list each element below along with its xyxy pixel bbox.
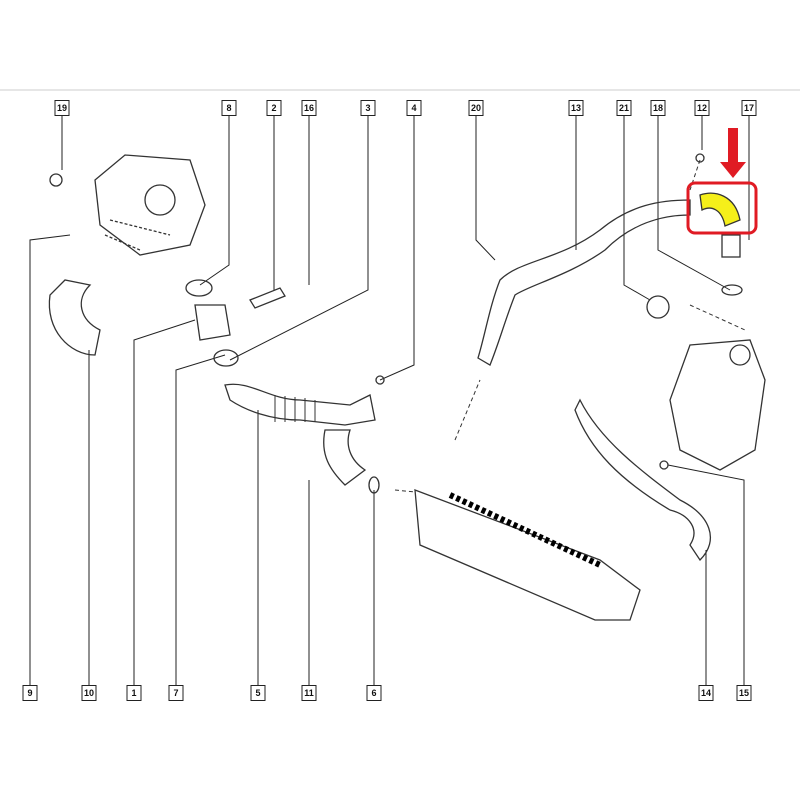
callout-19: 19 — [54, 100, 70, 116]
callout-4: 4 — [406, 100, 422, 116]
part-intake-port — [144, 184, 176, 216]
callout-9: 9 — [22, 685, 38, 701]
part-11-pipe — [323, 429, 367, 486]
red-arrow-icon — [720, 128, 746, 178]
part-10-duct — [48, 279, 101, 356]
callout-2: 2 — [266, 100, 282, 116]
parts — [48, 153, 766, 621]
part-6-oring — [368, 476, 380, 494]
callout-15: 15 — [736, 685, 752, 701]
leader-line-1 — [133, 319, 196, 685]
callout-12: 12 — [694, 100, 710, 116]
callout-1: 1 — [126, 685, 142, 701]
callout-7: 7 — [168, 685, 184, 701]
part-turbo-manifold — [669, 339, 766, 471]
part-5-hose — [224, 383, 376, 426]
leader-line-15 — [667, 464, 745, 685]
callout-14: 14 — [698, 685, 714, 701]
part-7-oring — [213, 349, 239, 367]
leader-line-18 — [657, 116, 731, 291]
leader-line-8 — [199, 116, 230, 286]
leader-line-7 — [175, 354, 226, 685]
callout-16: 16 — [301, 100, 317, 116]
callout-10: 10 — [81, 685, 97, 701]
leader-line-9 — [29, 234, 71, 685]
callout-11: 11 — [301, 685, 317, 701]
callout-8: 8 — [221, 100, 237, 116]
leader-line-20 — [475, 116, 496, 261]
leader-line-3 — [229, 116, 369, 361]
part-coupling — [721, 234, 741, 258]
callout-17: 17 — [741, 100, 757, 116]
callout-18: 18 — [650, 100, 666, 116]
callout-21: 21 — [616, 100, 632, 116]
part-intake-housing — [94, 154, 206, 256]
part-19-washer — [49, 173, 63, 187]
part-21-valve — [646, 295, 670, 319]
part-17-elbow-highlighted — [699, 192, 741, 227]
part-13-hose — [477, 199, 691, 366]
part-15-nut — [659, 460, 669, 470]
callout-3: 3 — [360, 100, 376, 116]
part-1-sensor — [194, 304, 231, 341]
callout-6: 6 — [366, 685, 382, 701]
leader-line-4 — [379, 116, 415, 381]
callout-5: 5 — [250, 685, 266, 701]
part-18-clamp — [721, 284, 743, 296]
leader-lines — [29, 116, 750, 685]
part-14-hose — [574, 398, 711, 562]
part-12-nut — [695, 153, 705, 163]
part-4-bolt — [375, 375, 385, 385]
callout-13: 13 — [568, 100, 584, 116]
highlight-box — [686, 181, 758, 235]
callout-20: 20 — [468, 100, 484, 116]
intercooler — [414, 489, 641, 621]
part-2-sensor — [249, 287, 286, 309]
leader-line-21 — [623, 116, 651, 301]
part-8-oring — [185, 279, 213, 297]
